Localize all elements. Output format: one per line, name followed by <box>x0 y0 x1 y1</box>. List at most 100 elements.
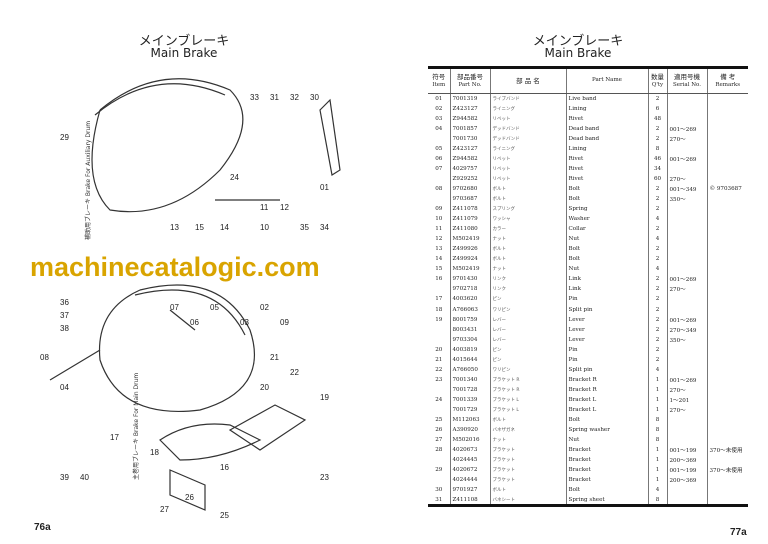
part-name-cell: Lever <box>565 324 648 335</box>
part-no-cell: 9703304 <box>449 334 490 345</box>
qty-cell: 1 <box>647 465 667 476</box>
item-cell <box>428 134 450 144</box>
qty-cell: 46 <box>647 153 667 164</box>
item-cell: 05 <box>435 145 443 152</box>
item-cell <box>428 284 450 294</box>
part-no-cell: M502016 <box>449 435 490 446</box>
callout-number: 03 <box>240 318 249 327</box>
qty-cell: 2 <box>647 284 667 295</box>
part-name-cell: Bolt <box>565 485 648 496</box>
part-no-cell: 4020672 <box>449 465 490 476</box>
serial-cell <box>666 264 707 275</box>
item-cell: 23 <box>435 376 443 383</box>
item-cell: 25 <box>435 417 443 424</box>
part-name-cell: Lining <box>565 103 648 114</box>
part-name-cell: Bracket <box>565 475 648 486</box>
remarks-cell <box>706 304 748 315</box>
part-no-cell: 9701927 <box>449 485 490 496</box>
qty-cell: 34 <box>647 163 667 174</box>
part-name-cell: Lining <box>565 143 648 154</box>
part-name-jp-cell: ブラケット <box>489 475 566 486</box>
right-title-jp: メインブレーキ <box>532 34 624 49</box>
callout-number: 32 <box>290 93 299 102</box>
part-name-cell: Nut <box>565 435 648 446</box>
item-cell: 18 <box>435 306 443 313</box>
serial-cell <box>666 294 707 305</box>
part-name-cell: Pin <box>565 344 648 355</box>
remarks-cell <box>706 254 748 265</box>
part-name-cell: Lever <box>565 314 648 325</box>
part-name-jp-cell: ライニング <box>489 103 566 114</box>
part-name-jp-cell: ナット <box>489 264 566 275</box>
part-name-jp-cell: ワッシャ <box>489 214 566 225</box>
part-name-jp-cell: リベット <box>489 173 566 184</box>
remarks-cell <box>706 163 748 174</box>
serial-cell: 001～199 <box>666 465 707 476</box>
part-name-jp-cell: ピン <box>489 354 566 365</box>
remarks-cell: 370～未使用 <box>706 445 748 456</box>
header-en: Remarks <box>715 81 741 88</box>
remarks-cell <box>706 264 748 275</box>
watermark: machinecatalogic.com <box>30 252 320 282</box>
item-cell: 13 <box>435 246 443 253</box>
part-no-cell: M112063 <box>449 415 490 426</box>
callout-number: 12 <box>280 203 289 212</box>
callout-number: 37 <box>60 311 69 320</box>
remarks-cell: © 9703687 <box>706 183 748 194</box>
part-name-jp-cell: ピン <box>489 294 566 305</box>
part-name-jp-cell: ピン <box>489 344 566 355</box>
remarks-cell <box>706 455 748 466</box>
part-no-cell: 9703687 <box>449 193 490 205</box>
part-name-jp-cell: リベット <box>489 163 566 174</box>
remarks-cell <box>706 193 748 205</box>
callout-number: 40 <box>80 473 89 482</box>
part-name-cell: Split pin <box>565 304 648 315</box>
qty-cell: 1 <box>647 374 667 385</box>
remarks-cell <box>706 364 748 375</box>
part-name-cell: Bracket R <box>565 374 648 385</box>
item-cell <box>428 335 450 345</box>
item-cell: 29 <box>435 467 443 474</box>
item-cell: 03 <box>435 115 443 122</box>
remarks-cell <box>706 294 748 305</box>
item-cell <box>428 194 450 204</box>
qty-cell: 2 <box>647 224 667 235</box>
remarks-cell <box>706 404 748 415</box>
part-no-cell: 4024444 <box>449 475 490 486</box>
part-name-jp-cell: ライブバンド <box>489 93 566 104</box>
callout-number: 09 <box>280 318 289 327</box>
page-number-right: 77a <box>730 527 747 538</box>
callout-number: 08 <box>40 353 49 362</box>
qty-cell: 6 <box>647 103 667 114</box>
callout-number: 24 <box>230 173 239 182</box>
callout-number: 13 <box>170 223 179 232</box>
qty-cell: 4 <box>647 485 667 496</box>
serial-cell <box>666 435 707 446</box>
qty-cell: 60 <box>647 173 667 184</box>
part-no-cell: 9702680 <box>449 183 490 194</box>
remarks-cell <box>706 334 748 345</box>
item-cell: 31 <box>435 496 443 503</box>
qty-cell: 2 <box>647 123 667 134</box>
remarks-cell <box>706 394 748 405</box>
qty-cell: 48 <box>647 113 667 124</box>
part-no-cell: 7001340 <box>449 374 490 385</box>
part-no-cell: 4015644 <box>449 354 490 365</box>
callout-number: 31 <box>270 93 279 102</box>
part-name-cell: Bracket L <box>565 404 648 415</box>
